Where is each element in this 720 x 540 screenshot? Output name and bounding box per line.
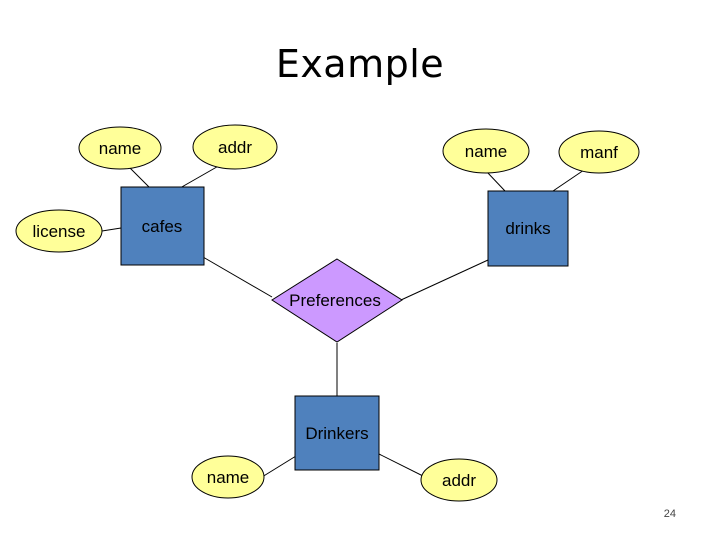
line-drinks-manf — [552, 169, 585, 192]
attribute-drinkers-name: name — [191, 455, 265, 499]
entity-label: drinks — [505, 219, 550, 238]
attribute-cafes-license: license — [15, 209, 103, 253]
attribute-drinks-name: name — [442, 128, 530, 174]
line-cafes-preferences — [202, 256, 273, 298]
line-cafes-license — [101, 227, 122, 232]
relationship-preferences: Preferences — [271, 258, 403, 343]
entity-drinks: drinks — [487, 190, 569, 267]
relationship-label: Preferences — [289, 291, 381, 310]
line-drinkers-name — [261, 455, 297, 478]
entity-label: Drinkers — [305, 424, 368, 443]
attribute-label: name — [99, 139, 142, 158]
entity-label: cafes — [142, 217, 183, 236]
attribute-drinks-manf: manf — [558, 130, 640, 174]
entity-cafes: cafes — [120, 186, 205, 266]
attribute-label: addr — [442, 471, 476, 490]
page-number: 24 — [663, 508, 676, 520]
entity-drinkers: Drinkers — [294, 395, 380, 471]
attribute-cafes-addr: addr — [192, 124, 278, 170]
line-cafes-name — [129, 167, 151, 189]
line-drinks-name — [486, 171, 506, 192]
attribute-drinkers-addr: addr — [420, 458, 498, 502]
attribute-label: name — [207, 468, 250, 487]
line-drinks-preferences — [400, 259, 489, 301]
slide-title: Example — [275, 42, 445, 86]
connectors — [101, 163, 585, 481]
attribute-label: addr — [218, 138, 252, 157]
line-cafes-addr — [179, 163, 223, 189]
attribute-label: manf — [580, 143, 618, 162]
attribute-label: name — [465, 142, 508, 161]
attribute-cafes-name: name — [78, 126, 162, 170]
attribute-label: license — [33, 222, 86, 241]
